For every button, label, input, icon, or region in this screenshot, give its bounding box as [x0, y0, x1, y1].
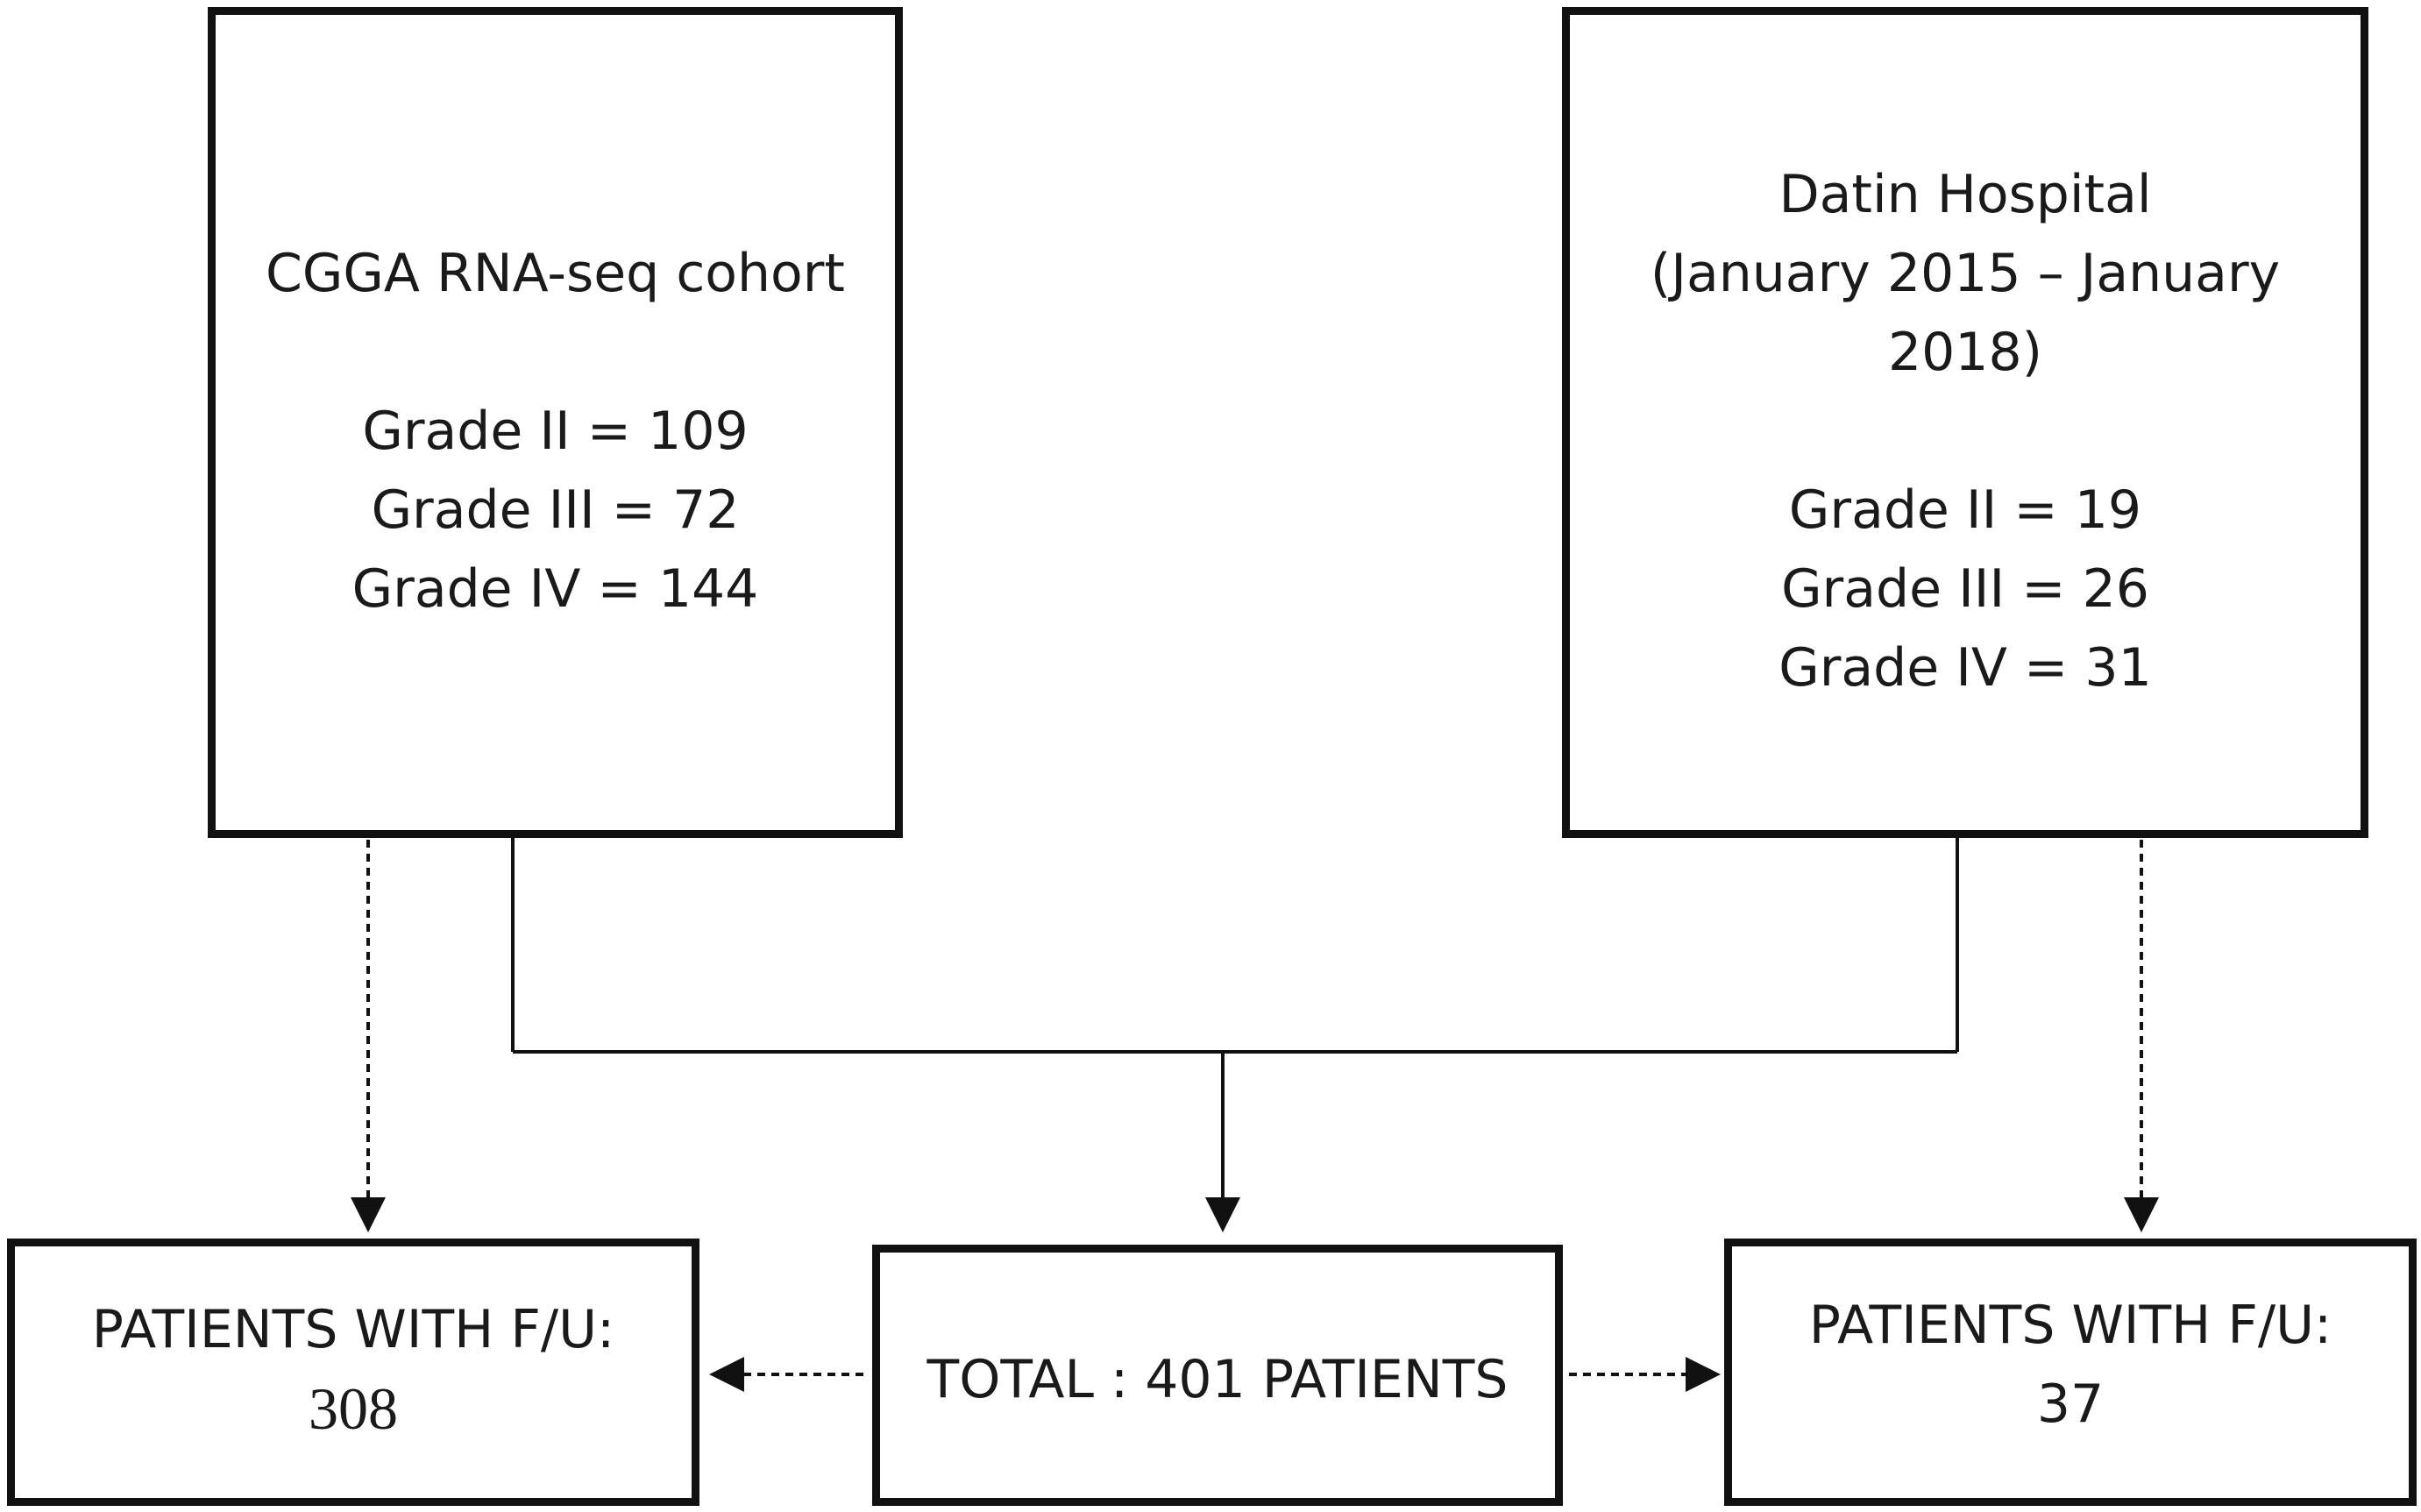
cgga-title: CGGA RNA-seq cohort: [266, 243, 845, 304]
left-followup-value: 308: [309, 1375, 398, 1442]
datin-hospital-box: Datin Hospital (January 2015 – January 2…: [1562, 7, 2368, 838]
datin-title-line-1: Datin Hospital: [1778, 164, 2152, 225]
cgga-grade-ii: Grade II = 109: [362, 401, 749, 462]
cgga-cohort-box: CGGA RNA-seq cohort Grade II = 109 Grade…: [208, 7, 903, 838]
total-patients-label: TOTAL : 401 PATIENTS: [927, 1349, 1509, 1410]
datin-grade-iii: Grade III = 26: [1781, 558, 2149, 620]
datin-grade-iv: Grade IV = 31: [1778, 637, 2152, 699]
datin-title-line-3: 2018): [1887, 322, 2043, 383]
cgga-grade-iv: Grade IV = 144: [351, 558, 759, 620]
right-followup-box: PATIENTS WITH F/U: 37: [1724, 1239, 2417, 1506]
merge-connector: [511, 837, 1959, 1232]
right-followup-label: PATIENTS WITH F/U:: [1808, 1295, 2332, 1356]
cgga-grade-iii: Grade III = 72: [371, 479, 740, 541]
dashed-arrows: [351, 840, 2159, 1392]
left-followup-box: PATIENTS WITH F/U: 308: [7, 1239, 699, 1506]
right-followup-value: 37: [2036, 1374, 2105, 1435]
datin-grade-ii: Grade II = 19: [1788, 479, 2142, 541]
total-patients-box: TOTAL : 401 PATIENTS: [872, 1245, 1563, 1506]
datin-title-line-2: (January 2015 – January: [1650, 243, 2281, 304]
left-followup-label: PATIENTS WITH F/U:: [91, 1299, 615, 1360]
